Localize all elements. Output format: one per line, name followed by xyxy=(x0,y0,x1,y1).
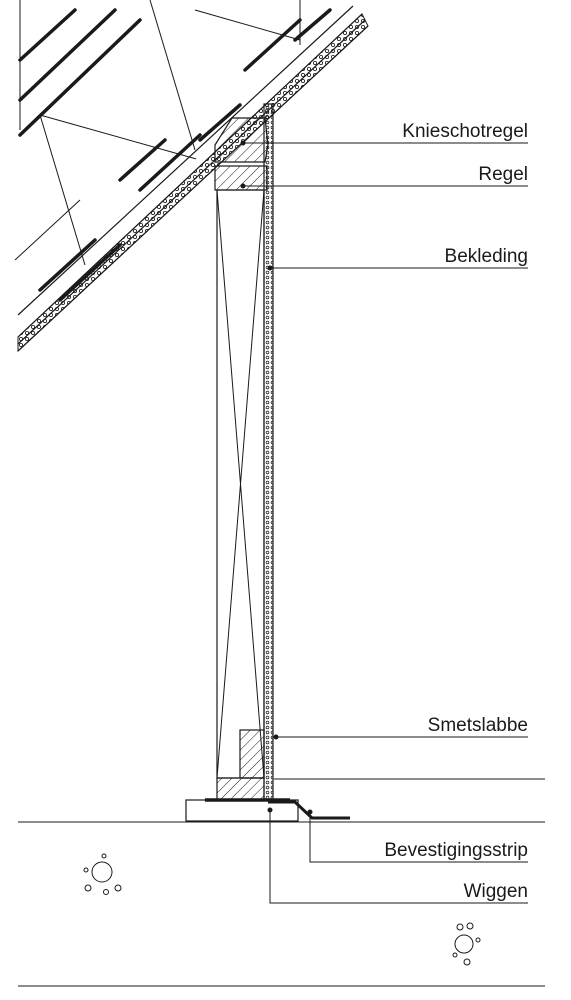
label-wiggen: Wiggen xyxy=(464,881,528,902)
label-bevestigingsstrip: Bevestigingsstrip xyxy=(384,840,528,861)
bekleding-board xyxy=(263,103,274,801)
aggregate-symbol-right xyxy=(452,922,481,966)
roof-board xyxy=(17,13,369,353)
label-knieschotregel: Knieschotregel xyxy=(402,121,528,142)
bottom-regel-beam xyxy=(216,777,265,801)
label-bekleding: Bekleding xyxy=(445,246,528,267)
aggregate-symbol-left xyxy=(83,853,122,895)
leader-lines xyxy=(240,140,545,904)
bevestigingsstrip-strip xyxy=(268,800,350,820)
label-smetslabbe: Smetslabbe xyxy=(428,715,528,736)
stud-cross xyxy=(216,189,265,779)
smetslabbe-block xyxy=(239,729,265,779)
knieschotregel-beam xyxy=(214,117,269,163)
roof-tiles xyxy=(18,8,332,302)
roof-attic-lines xyxy=(14,0,301,266)
label-regel: Regel xyxy=(478,164,528,185)
